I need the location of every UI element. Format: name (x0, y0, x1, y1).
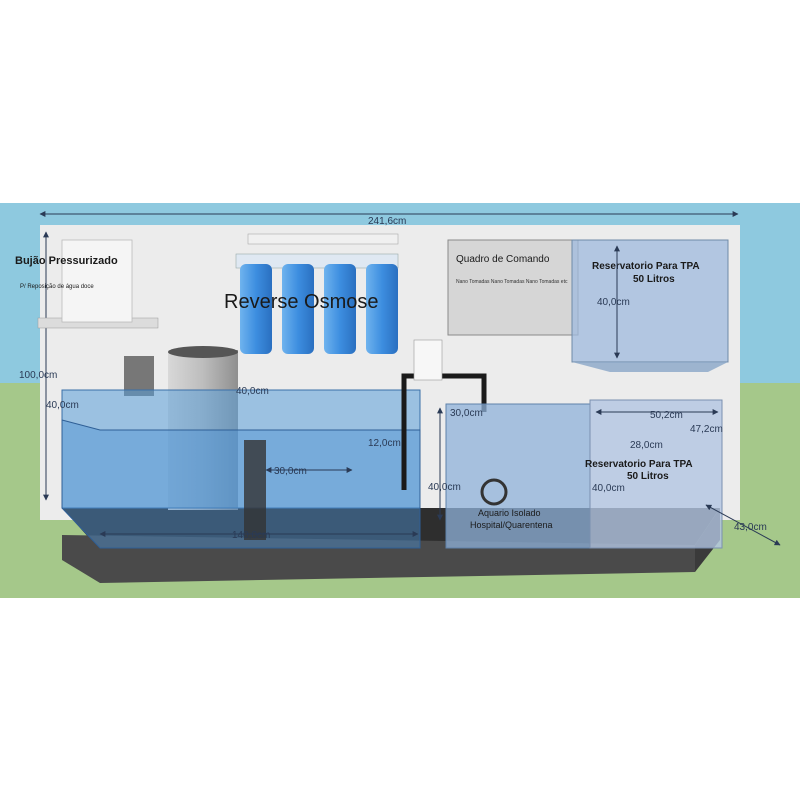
reservoir-top-side (572, 362, 728, 372)
reservoir-top-label-1: Reservatorio Para TPA (592, 261, 700, 272)
quarantine-label-2: Hospital/Quarentena (470, 520, 553, 530)
reservoir-right-label-2: 50 Litros (627, 471, 669, 482)
skimmer-cap (168, 346, 238, 358)
quarantine-top-label: 30,0cm (450, 408, 483, 419)
ro-filter-3 (324, 264, 356, 354)
ro-filter-1 (240, 264, 272, 354)
control-panel-sublabel: Nano Tomadas Nano Tomadas Nano Tomadas e… (456, 279, 568, 285)
quarantine-pump (480, 478, 508, 506)
ro-filter-2 (282, 264, 314, 354)
ro-filter-4 (366, 264, 398, 354)
sump-width-label: 140,0cm (232, 530, 270, 541)
reservoir-right-depth-label: 47,2cm (690, 424, 723, 435)
sump-divider (244, 440, 266, 540)
plumbing-pipe (401, 373, 487, 490)
ro-outlet-panel (413, 339, 443, 381)
pressurized-tank-label: Bujão Pressurizado (15, 255, 118, 267)
reservoir-right-box (589, 399, 723, 549)
quarantine-label-1: Aquario Isolado (478, 508, 541, 518)
reservoir-right-width-label: 50,2cm (650, 410, 683, 421)
sump-top-label: 40,0cm (236, 386, 269, 397)
pressurized-tank-sublabel: P/ Reposição de água doce (20, 284, 94, 290)
quarantine-height-label: 40,0cm (428, 482, 461, 493)
sump-divider-label: 30,0cm (274, 466, 307, 477)
reservoir-top-box (571, 239, 729, 363)
reservoir-top-label-2: 50 Litros (633, 274, 675, 285)
reservoir-top-height-label: 40,0cm (597, 297, 630, 308)
depth-line (705, 504, 781, 546)
reservoir-right-label-1: Reservatorio Para TPA (585, 459, 693, 470)
height-label: 100,0cm (19, 370, 57, 381)
sump-partial-label: 40,0cm (46, 400, 79, 411)
control-panel-label: Quadro de Comando (456, 254, 550, 265)
ro-bracket (247, 233, 399, 245)
pipe-dim-label: 12,0cm (368, 438, 401, 449)
ro-header (235, 253, 399, 269)
reactor (124, 356, 154, 396)
pressurized-tank (61, 239, 133, 323)
reverse-osmosis-label: Reverse Osmose (224, 291, 379, 313)
total-width-label: 241,6cm (368, 216, 406, 227)
reservoir-right-height-label: 40,0cm (592, 483, 625, 494)
depth-label: 43,0cm (734, 522, 767, 533)
reservoir-right-inner-label: 28,0cm (630, 440, 663, 451)
sump-tank-front (61, 419, 421, 549)
